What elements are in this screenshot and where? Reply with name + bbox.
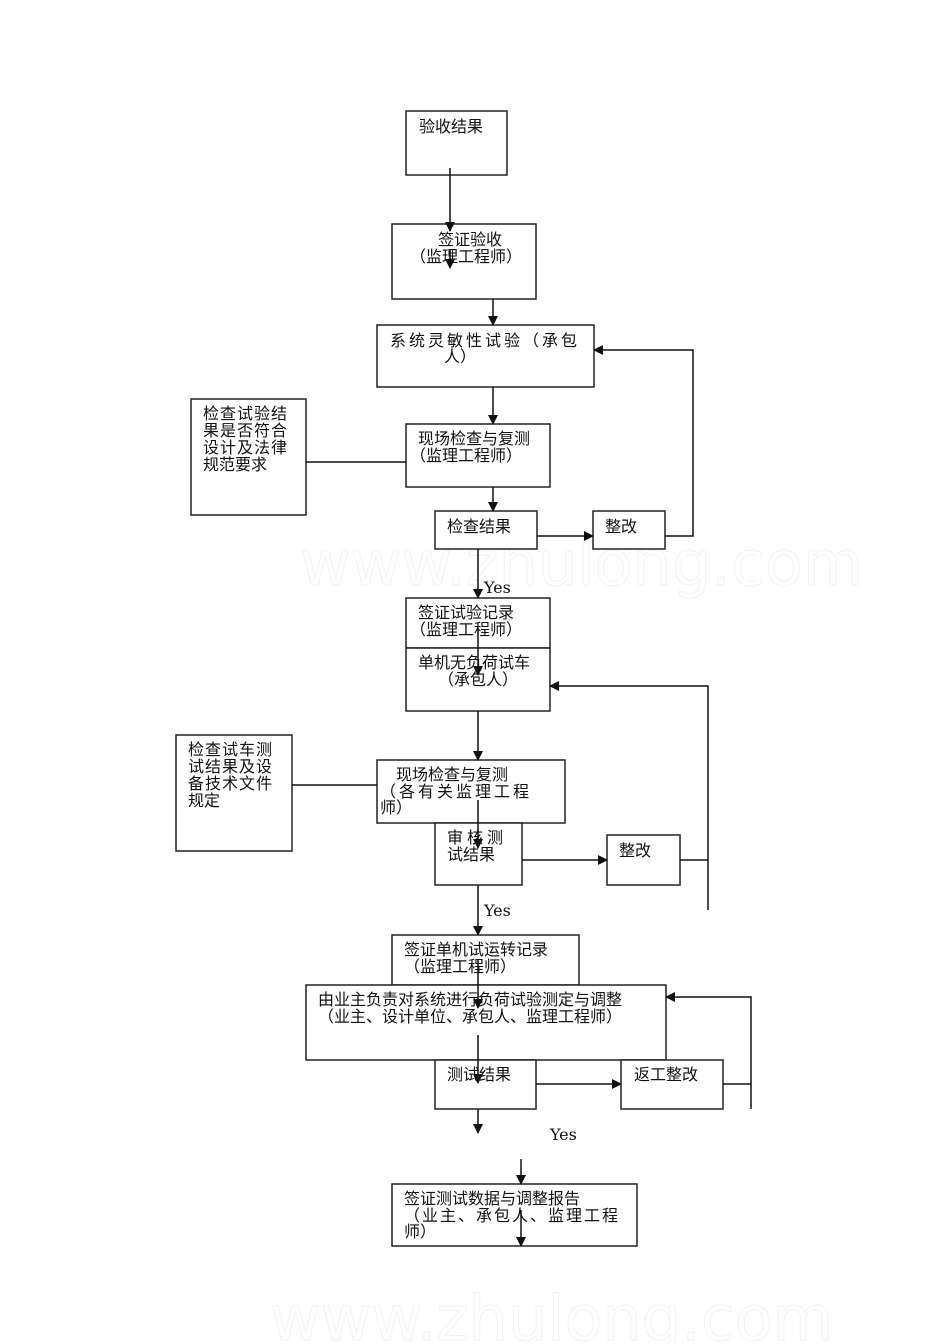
svg-text:签证验收: 签证验收: [438, 230, 502, 249]
arrow-rectify-loop-1: [593, 345, 694, 537]
svg-text:整改: 整改: [605, 517, 637, 536]
svg-text:果是否符合: 果是否符合: [203, 421, 288, 440]
svg-text:试结果及设: 试结果及设: [188, 757, 273, 776]
arrow-rework-loop: [665, 992, 752, 1109]
svg-text:签证测试数据与调整报告: 签证测试数据与调整报告: [404, 1189, 580, 1208]
svg-text:设计及法律: 设计及法律: [203, 438, 288, 457]
node-check-criteria-2: 检查试车测 试结果及设 备技术文件 规定: [175, 734, 293, 852]
svg-text:试结果: 试结果: [447, 845, 495, 864]
svg-text:（监理工程师）: （监理工程师）: [410, 446, 522, 465]
svg-text:（监理工程师）: （监理工程师）: [410, 247, 522, 266]
label-yes: Yes: [483, 901, 511, 920]
connectors: [292, 168, 752, 1247]
node-sign-test-record: 签证试验记录 （监理工程师）: [405, 597, 551, 649]
node-acceptance-result: 验收结果: [405, 110, 508, 176]
svg-text:备技术文件: 备技术文件: [188, 774, 273, 793]
arrow-rectify-loop-2: [549, 681, 709, 910]
svg-text:测试结果: 测试结果: [447, 1065, 511, 1084]
svg-text:签证单机试运转记录: 签证单机试运转记录: [404, 940, 548, 959]
svg-text:验收结果: 验收结果: [419, 117, 483, 136]
svg-text:（监理工程师）: （监理工程师）: [404, 957, 516, 976]
svg-text:由业主负责对系统进行负荷试验测定与调整: 由业主负责对系统进行负荷试验测定与调整: [318, 990, 622, 1009]
svg-text:（监理工程师）: （监理工程师）: [410, 620, 522, 639]
svg-text:检查结果: 检查结果: [447, 517, 511, 536]
svg-text:现场检查与复测: 现场检查与复测: [418, 429, 530, 448]
svg-text:现场检查与复测: 现场检查与复测: [396, 765, 508, 784]
svg-text:系统灵敏性试验（承包: 系统灵敏性试验（承包: [390, 331, 580, 350]
svg-text:规范要求: 规范要求: [203, 455, 267, 474]
svg-text:签证试验记录: 签证试验记录: [418, 603, 514, 622]
node-rectify-1: 整改: [592, 510, 666, 550]
node-site-inspection-1: 现场检查与复测 （监理工程师）: [405, 423, 551, 488]
svg-text:师）: 师）: [404, 1222, 436, 1241]
svg-text:整改: 整改: [619, 841, 651, 860]
svg-text:返工整改: 返工整改: [634, 1065, 698, 1084]
node-site-inspection-2: 现场检查与复测 （各有关监理工程 师）: [376, 759, 566, 824]
node-rectify-2: 整改: [606, 834, 681, 886]
node-sign-single-run-record: 签证单机试运转记录 （监理工程师）: [391, 934, 580, 986]
svg-text:（承包人）: （承包人）: [438, 670, 518, 689]
node-sign-acceptance: 签证验收 （监理工程师）: [391, 223, 537, 300]
svg-text:师）: 师）: [380, 798, 412, 817]
svg-text:检查试验结: 检查试验结: [203, 404, 288, 423]
svg-text:人）: 人）: [444, 347, 476, 366]
watermark: www.zhulong.com: [300, 527, 863, 600]
label-yes: Yes: [483, 578, 511, 597]
svg-text:（各有关监理工程: （各有关监理工程: [380, 782, 532, 801]
svg-text:检查试车测: 检查试车测: [188, 740, 273, 759]
node-owner-load-test: 由业主负责对系统进行负荷试验测定与调整 （业主、设计单位、承包人、监理工程师）: [305, 984, 667, 1061]
node-sign-test-data-report: 签证测试数据与调整报告 （业主、承包人、监理工程 师）: [391, 1183, 638, 1247]
svg-text:（业主、承包人、监理工程: （业主、承包人、监理工程: [404, 1206, 620, 1225]
node-system-sensitivity-test: 系统灵敏性试验（承包 人）: [376, 324, 595, 388]
node-test-result: 测试结果: [434, 1059, 537, 1110]
watermark: www.zhulong.com: [270, 1282, 833, 1344]
svg-text:规定: 规定: [188, 791, 220, 810]
node-check-criteria-1: 检查试验结 果是否符合 设计及法律 规范要求: [190, 398, 307, 516]
svg-text:单机无负荷试车: 单机无负荷试车: [418, 653, 530, 672]
label-yes: Yes: [549, 1125, 577, 1144]
svg-text:审核测: 审核测: [447, 828, 507, 847]
node-rework-rectify: 返工整改: [620, 1059, 724, 1110]
node-inspection-result: 检查结果: [434, 510, 538, 550]
svg-text:（业主、设计单位、承包人、监理工程师）: （业主、设计单位、承包人、监理工程师）: [318, 1007, 622, 1026]
